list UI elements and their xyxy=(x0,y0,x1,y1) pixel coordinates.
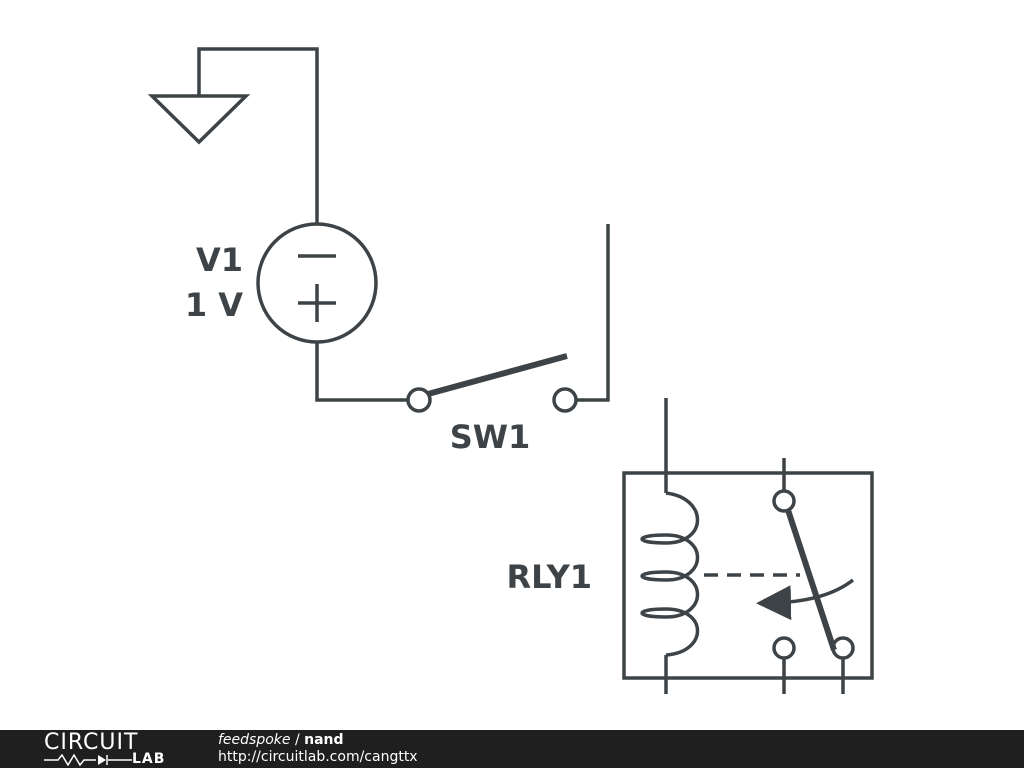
project-path: feedspoke / nand xyxy=(218,732,418,749)
relay-coil-icon xyxy=(640,491,700,657)
circuit-schematic: V1 1 V SW1 RLY1 xyxy=(147,47,874,694)
project-name-link[interactable]: nand xyxy=(304,732,344,748)
switch-sw1[interactable] xyxy=(406,353,578,413)
path-separator: / xyxy=(290,732,305,748)
wire-ground-to-source xyxy=(197,47,319,224)
footer-project-info: feedspoke / nand http://circuitlab.com/c… xyxy=(218,732,418,766)
relay-arrow-icon xyxy=(756,578,855,621)
relay-name-label: RLY1 xyxy=(507,558,592,596)
logo-trace-icon xyxy=(44,754,132,766)
footer-bar: CIRCUIT LAB feedspoke / nand http://circ… xyxy=(0,730,1024,768)
source-name-label: V1 xyxy=(196,241,243,279)
voltage-source-v1 xyxy=(256,222,378,344)
source-value-label: 1 V xyxy=(185,286,243,324)
ground-symbol xyxy=(147,94,251,145)
wire-switch-to-open xyxy=(576,224,610,402)
circuitlab-logo[interactable]: CIRCUIT LAB xyxy=(40,732,180,766)
logo-text-top: CIRCUIT xyxy=(44,730,139,755)
relay-rly1 xyxy=(622,398,874,694)
project-url-link[interactable]: http://circuitlab.com/cangttx xyxy=(218,749,418,765)
relay-nc-terminal xyxy=(772,636,796,660)
wire-source-to-switch xyxy=(315,342,407,402)
switch-name-label: SW1 xyxy=(450,418,531,456)
relay-common-terminal xyxy=(772,489,796,513)
project-owner-link[interactable]: feedspoke xyxy=(218,732,291,748)
logo-text-bottom: LAB xyxy=(132,751,166,767)
